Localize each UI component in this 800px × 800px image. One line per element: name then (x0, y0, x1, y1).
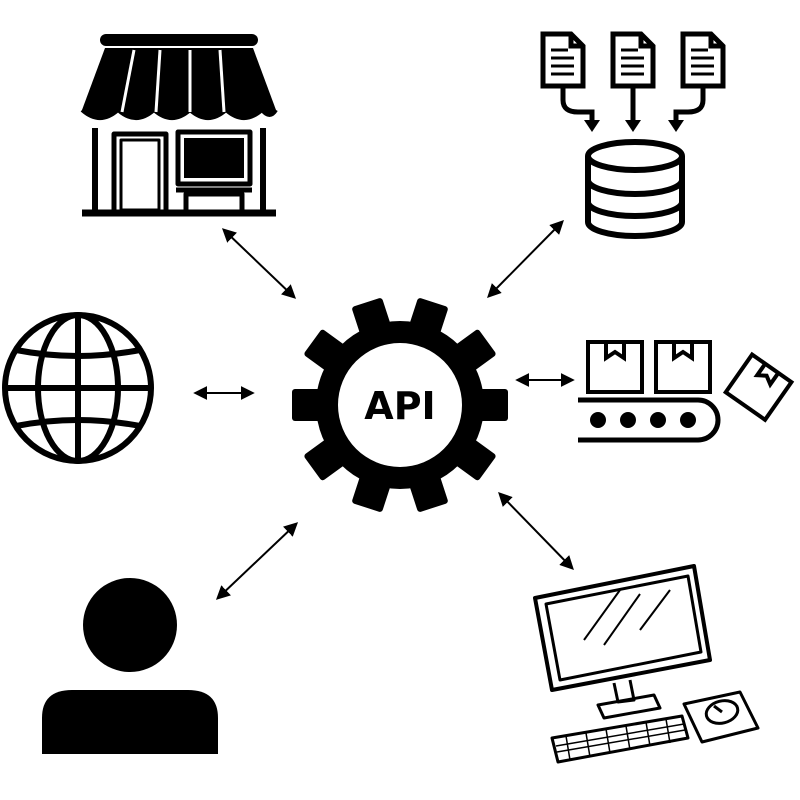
arrow-computer-api (498, 491, 574, 571)
arrow-user-api (215, 522, 299, 600)
arrow-storefront-api (221, 228, 297, 299)
user-icon (42, 578, 218, 754)
desktop-computer-icon (533, 564, 760, 764)
storefront-icon (80, 34, 278, 217)
gear-icon (292, 298, 508, 512)
api-label: API (364, 384, 435, 428)
conveyor-belt-packages-icon (578, 340, 795, 443)
arrow-database-api (487, 220, 564, 298)
connectors (193, 220, 575, 600)
documents-to-database-icon (540, 31, 726, 239)
globe-icon (2, 312, 154, 464)
